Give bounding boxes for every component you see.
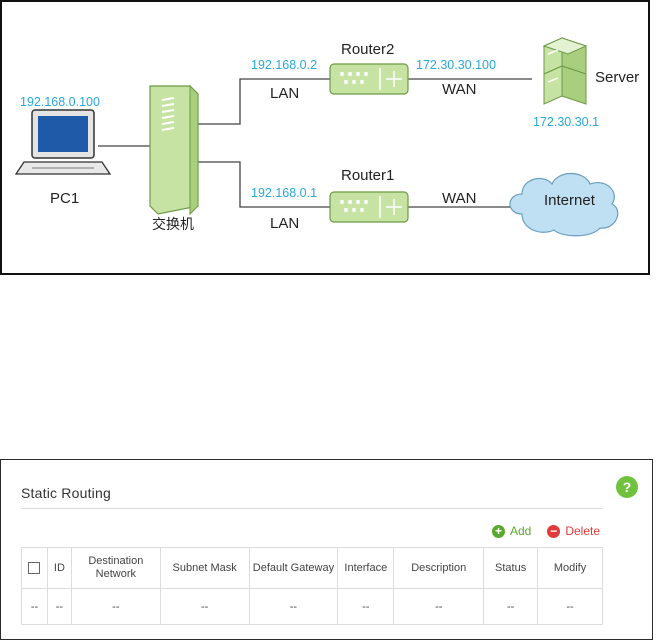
server-icon xyxy=(544,38,586,104)
plus-circle-icon: + xyxy=(492,525,505,538)
pc-name: PC1 xyxy=(50,190,79,207)
pc-ip: 192.168.0.100 xyxy=(20,95,100,109)
switch-icon xyxy=(150,86,198,214)
routing-table: ID Destination Network Subnet Mask Defau… xyxy=(21,547,603,625)
table-cell: -- xyxy=(484,589,538,625)
network-diagram-svg: 192.168.0.100 PC1 交换机 xyxy=(2,2,652,277)
table-cell: -- xyxy=(47,589,71,625)
page-title: Static Routing xyxy=(21,485,111,501)
column-header: Default Gateway xyxy=(249,548,338,589)
static-routing-panel: ? Static Routing + Add − Delete ID Desti… xyxy=(0,459,653,640)
link-switch-router2 xyxy=(198,79,330,124)
pc-laptop-icon xyxy=(16,110,110,174)
server-name: Server xyxy=(595,69,639,86)
table-cell: -- xyxy=(394,589,484,625)
column-header: Interface xyxy=(338,548,394,589)
select-all-cell xyxy=(22,548,48,589)
network-diagram: 192.168.0.100 PC1 交换机 xyxy=(0,0,650,275)
routing-toolbar: + Add − Delete xyxy=(492,524,600,538)
router2-wan-label: WAN xyxy=(442,81,476,98)
delete-button[interactable]: − Delete xyxy=(547,524,600,538)
router2-lan-label: LAN xyxy=(270,85,299,102)
column-header: Modify xyxy=(538,548,603,589)
switch-name: 交换机 xyxy=(152,216,194,233)
table-cell: -- xyxy=(71,589,160,625)
router1-lan-ip: 192.168.0.1 xyxy=(251,186,317,200)
table-cell: -- xyxy=(249,589,338,625)
router2-lan-ip: 192.168.0.2 xyxy=(251,58,317,72)
router1-icon xyxy=(330,192,408,222)
router2-wan-ip: 172.30.30.100 xyxy=(416,58,496,72)
table-cell: -- xyxy=(22,589,48,625)
internet-label: Internet xyxy=(544,192,596,209)
link-switch-router1 xyxy=(198,162,330,207)
router1-name: Router1 xyxy=(341,167,394,184)
table-cell: -- xyxy=(538,589,603,625)
add-button[interactable]: + Add xyxy=(492,524,531,538)
server-ip: 172.30.30.1 xyxy=(533,115,599,129)
select-all-checkbox[interactable] xyxy=(28,562,40,574)
column-header: Description xyxy=(394,548,484,589)
title-divider xyxy=(21,508,603,509)
router2-icon xyxy=(330,64,408,94)
router1-lan-label: LAN xyxy=(270,215,299,232)
table-cell: -- xyxy=(338,589,394,625)
delete-button-label: Delete xyxy=(565,524,600,538)
table-header-row: ID Destination Network Subnet Mask Defau… xyxy=(22,548,603,589)
column-header: Destination Network xyxy=(71,548,160,589)
router1-wan-label: WAN xyxy=(442,190,476,207)
add-button-label: Add xyxy=(510,524,531,538)
table-cell: -- xyxy=(160,589,249,625)
router2-name: Router2 xyxy=(341,41,394,58)
column-header: Status xyxy=(484,548,538,589)
minus-circle-icon: − xyxy=(547,525,560,538)
column-header: ID xyxy=(47,548,71,589)
column-header: Subnet Mask xyxy=(160,548,249,589)
table-row: -- -- -- -- -- -- -- -- -- xyxy=(22,589,603,625)
help-icon[interactable]: ? xyxy=(616,476,638,498)
